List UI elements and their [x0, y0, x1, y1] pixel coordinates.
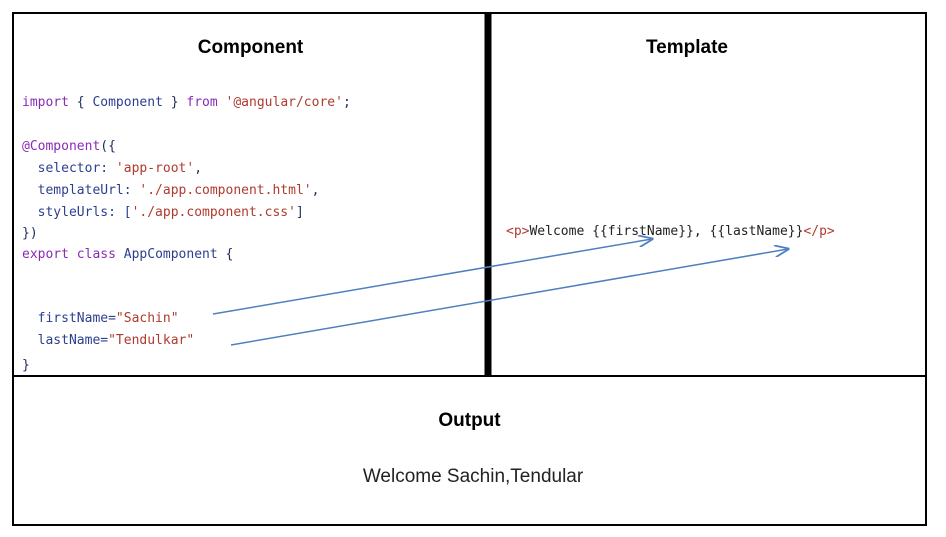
property-key: lastName=	[22, 333, 109, 348]
property-key: selector:	[22, 161, 116, 176]
template-heading: Template	[645, 37, 728, 58]
code-text: }	[162, 95, 187, 110]
keyword: class	[68, 247, 124, 262]
class-name: AppComponent	[123, 247, 218, 262]
string-literal: "Tendulkar"	[108, 333, 195, 348]
string-literal: '@angular/core'	[225, 95, 343, 110]
output-result-text: Welcome Sachin,Tendular	[362, 466, 584, 487]
keyword: from	[186, 95, 218, 110]
code-text: ({	[100, 139, 116, 154]
string-literal: "Sachin"	[115, 311, 179, 326]
code-line-close-decorator: })	[22, 226, 38, 241]
code-line-import: import { Component } from '@angular/core…	[22, 95, 351, 111]
outer-border	[12, 12, 927, 526]
html-close-tag: </p>	[803, 224, 835, 239]
code-text: ;	[342, 95, 351, 110]
code-text: ,	[194, 161, 203, 176]
code-line-templateurl: templateUrl: './app.component.html',	[22, 183, 320, 199]
template-text: Welcome {{firstName}}, {{lastName}}	[529, 224, 804, 239]
lastname-binding-arrow	[230, 249, 788, 346]
property-key: templateUrl:	[22, 183, 140, 198]
keyword: export	[22, 247, 69, 262]
string-literal: './app.component.css'	[131, 205, 296, 220]
keyword: import	[22, 95, 69, 110]
code-line-class: export class AppComponent {	[22, 247, 233, 263]
property-key: firstName=	[22, 311, 116, 326]
code-line-styleurls: styleUrls: ['./app.component.css']	[22, 205, 304, 221]
decorator: @Component	[22, 139, 101, 154]
string-literal: './app.component.html'	[139, 183, 312, 198]
component-heading: Component	[197, 37, 304, 58]
code-text: {	[217, 247, 234, 262]
string-literal: 'app-root'	[115, 161, 195, 176]
firstname-binding-arrow	[212, 239, 652, 315]
code-text: ,	[311, 183, 320, 198]
code-line-close-class: }	[22, 358, 30, 373]
template-code-line: <p>Welcome {{firstName}}, {{lastName}}</…	[506, 224, 835, 239]
output-heading: Output	[438, 410, 501, 431]
code-text	[218, 95, 226, 110]
identifier: Component	[92, 95, 163, 110]
code-line-selector: selector: 'app-root',	[22, 161, 202, 177]
code-text: {	[68, 95, 93, 110]
code-line-decorator: @Component({	[22, 139, 116, 155]
code-text: ]	[295, 205, 304, 220]
component-code-block: import { Component } from '@angular/core…	[0, 0, 351, 373]
code-line-firstname: firstName="Sachin"	[22, 311, 179, 327]
code-line-lastname: lastName="Tendulkar"	[22, 333, 195, 349]
property-key: styleUrls: [	[22, 205, 132, 220]
html-open-tag: <p>	[506, 224, 530, 239]
